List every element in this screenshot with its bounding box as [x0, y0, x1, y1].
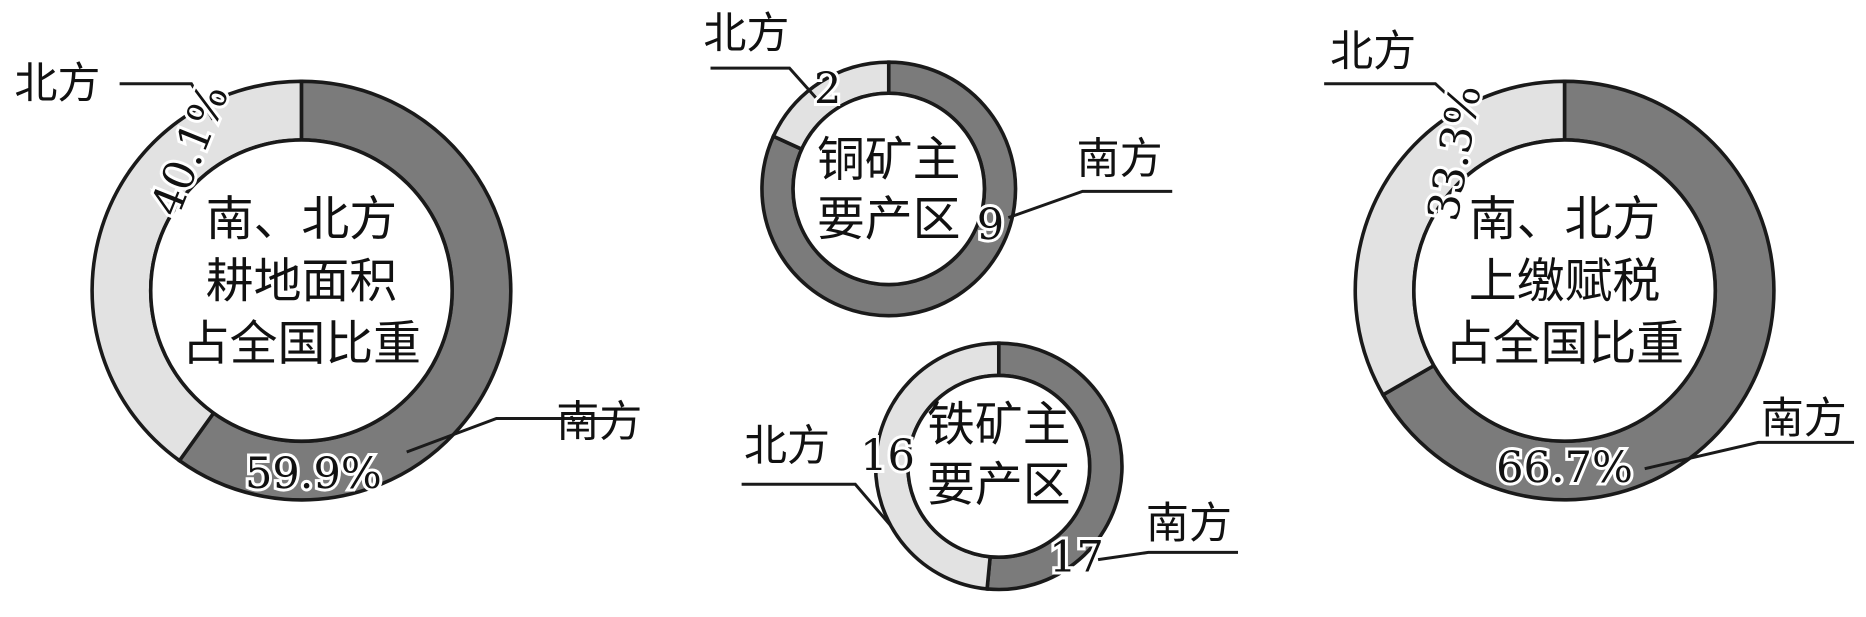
center-title-line: 铜矿主	[817, 133, 961, 188]
center-title-line: 南、北方	[206, 193, 397, 248]
north-leader-line	[741, 482, 893, 528]
donut-hole	[906, 373, 1092, 560]
south-name-label: 南方	[1761, 394, 1847, 444]
donut-hole	[148, 138, 454, 444]
center-title-line: 占全国比重	[182, 317, 421, 372]
north-value-label: 16	[860, 431, 915, 481]
south-leader-line	[1644, 440, 1855, 471]
south-leader-line	[406, 417, 617, 454]
north-leader-line	[1324, 82, 1475, 121]
south-name-label: 南方	[1146, 499, 1232, 549]
south-value-label: 59.9%	[245, 449, 382, 499]
center-title-line: 耕地面积	[206, 255, 397, 310]
center-title-line: 占全国比重	[1445, 317, 1684, 372]
south-leader-line	[1007, 189, 1173, 220]
south-value-label: 66.7%	[1496, 443, 1633, 493]
north-leader-line	[119, 82, 215, 121]
donut-hole	[1412, 138, 1718, 444]
north-leader-line	[710, 66, 821, 103]
south-value-label: 9	[977, 200, 1004, 250]
north-name-label: 北方	[703, 9, 789, 59]
north-name-label: 北方	[14, 59, 100, 109]
south-leader-line	[1097, 550, 1239, 562]
south-value-label: 17	[1049, 533, 1104, 583]
south-name-label: 南方	[1077, 134, 1163, 184]
south-name-label: 南方	[556, 397, 642, 447]
center-title-line: 铁矿主	[927, 398, 1071, 453]
north-name-label: 北方	[1330, 27, 1416, 77]
north-name-label: 北方	[744, 421, 830, 471]
center-title-line: 要产区	[927, 458, 1071, 513]
center-title-line: 南、北方	[1469, 193, 1660, 248]
donut-hole	[791, 91, 987, 287]
center-title-line: 要产区	[817, 193, 961, 248]
center-title-line: 上缴赋税	[1469, 255, 1660, 310]
north-value-label: 2	[814, 64, 841, 114]
